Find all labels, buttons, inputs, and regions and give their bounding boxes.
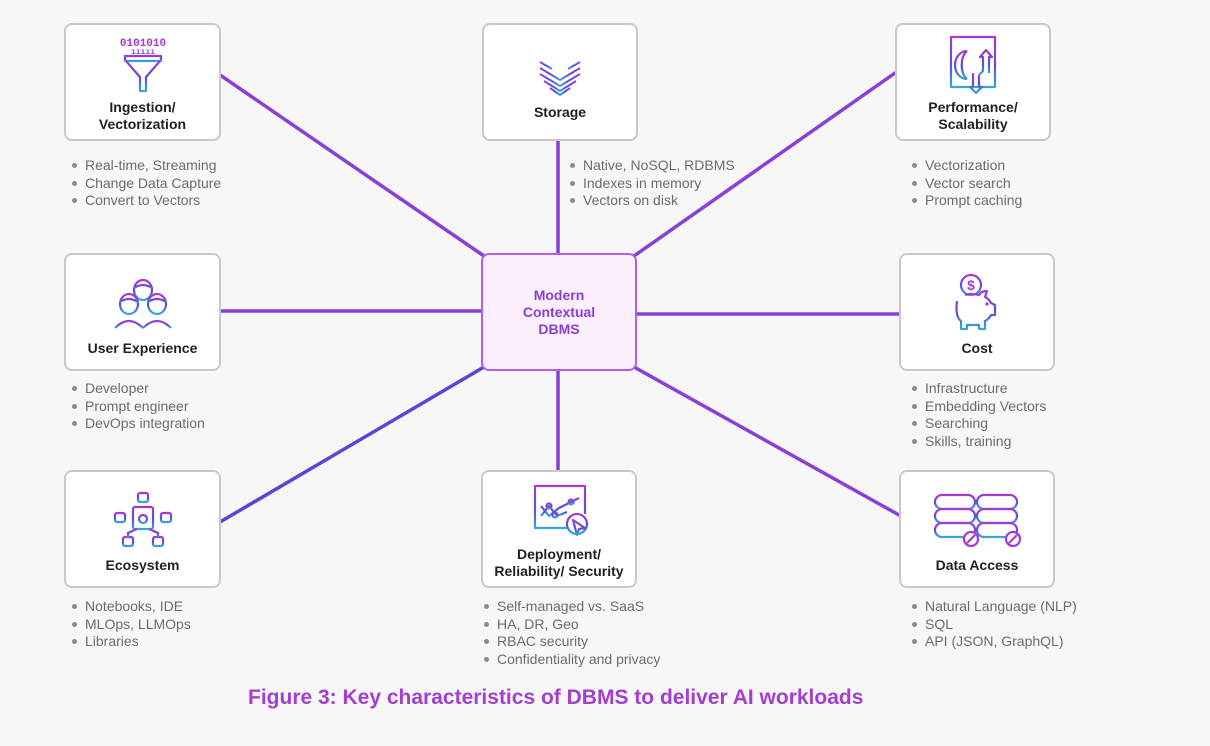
chart-window-cursor-icon (533, 484, 589, 537)
bullet-item: Prompt engineer (70, 398, 205, 416)
piggy-bank-icon: $ (955, 273, 997, 331)
bullet-list-storage: Native, NoSQL, RDBMS Indexes in memory V… (568, 157, 735, 210)
node-user-experience: User Experience (64, 253, 221, 371)
bullet-item: Skills, training (910, 433, 1046, 451)
bullet-item: Notebooks, IDE (70, 598, 191, 616)
bullet-item: Convert to Vectors (70, 192, 221, 210)
bullet-list-ingestion: Real-time, Streaming Change Data Capture… (70, 157, 221, 210)
bullet-item: API (JSON, GraphQL) (910, 633, 1077, 651)
users-group-icon (113, 278, 172, 329)
connector-data-access (632, 365, 901, 517)
bullet-item: SQL (910, 616, 1077, 634)
node-title: Deployment/ Reliability/ Security (494, 546, 624, 579)
figure-caption: Figure 3: Key characteristics of DBMS to… (248, 686, 864, 709)
node-title: Storage (533, 104, 587, 120)
node-performance: Performance/ Scalability (895, 23, 1051, 141)
node-deployment: Deployment/ Reliability/ Security (481, 470, 637, 588)
center-title: Modern Contextual DBMS (522, 286, 596, 337)
node-storage: Storage (482, 23, 638, 141)
bullet-list-ecosystem: Notebooks, IDE MLOps, LLMOps Libraries (70, 598, 191, 651)
node-ingestion: 0101010 ııııı Ingestion/ Vectorization (64, 23, 221, 141)
bullet-list-cost: Infrastructure Embedding Vectors Searchi… (910, 380, 1046, 450)
bullet-item: Embedding Vectors (910, 398, 1046, 416)
node-title: Performance/ Scalability (928, 99, 1018, 132)
bullet-list-user-experience: Developer Prompt engineer DevOps integra… (70, 380, 205, 433)
bullet-item: Real-time, Streaming (70, 157, 221, 175)
bullet-item: Prompt caching (910, 192, 1022, 210)
bullet-list-data-access: Natural Language (NLP) SQL API (JSON, Gr… (910, 598, 1077, 651)
node-title: Ecosystem (105, 557, 180, 573)
bullet-item: Confidentiality and privacy (482, 651, 660, 669)
bullet-item: Natural Language (NLP) (910, 598, 1077, 616)
bullet-item: Libraries (70, 633, 191, 651)
node-ecosystem: Ecosystem (64, 470, 221, 588)
bullet-item: Vectors on disk (568, 192, 735, 210)
database-link-icon (933, 493, 1022, 548)
bullet-item: RBAC security (482, 633, 660, 651)
globe-arrows-icon (949, 35, 997, 95)
bullet-item: Self-managed vs. SaaS (482, 598, 660, 616)
svg-text:ııııı: ııııı (130, 48, 154, 57)
node-data-access: Data Access (899, 470, 1055, 588)
bullet-item: Searching (910, 415, 1046, 433)
node-cost: $ Cost (899, 253, 1055, 371)
connector-performance (632, 71, 897, 258)
svg-text:$: $ (967, 277, 975, 293)
bullet-item: Vector search (910, 175, 1022, 193)
node-title: Cost (961, 340, 993, 356)
bullet-item: Vectorization (910, 157, 1022, 175)
node-title: User Experience (87, 340, 198, 356)
funnel-binary-icon: 0101010 ııııı (119, 38, 166, 93)
connector-ecosystem (218, 365, 486, 524)
bullet-item: Native, NoSQL, RDBMS (568, 157, 735, 175)
node-title: Data Access (935, 557, 1019, 573)
network-hub-icon (113, 491, 172, 548)
svg-text:0101010: 0101010 (119, 38, 165, 50)
center-node: Modern Contextual DBMS (481, 253, 637, 371)
storage-hexagon-icon (539, 42, 581, 97)
bullet-item: Developer (70, 380, 205, 398)
bullet-item: DevOps integration (70, 415, 205, 433)
bullet-item: Infrastructure (910, 380, 1046, 398)
bullet-list-deployment: Self-managed vs. SaaS HA, DR, Geo RBAC s… (482, 598, 660, 668)
node-title: Ingestion/ Vectorization (98, 99, 187, 132)
bullet-item: Change Data Capture (70, 175, 221, 193)
connector-ingestion (218, 73, 486, 258)
bullet-list-performance: Vectorization Vector search Prompt cachi… (910, 157, 1022, 210)
bullet-item: Indexes in memory (568, 175, 735, 193)
bullet-item: MLOps, LLMOps (70, 616, 191, 634)
bullet-item: HA, DR, Geo (482, 616, 660, 634)
